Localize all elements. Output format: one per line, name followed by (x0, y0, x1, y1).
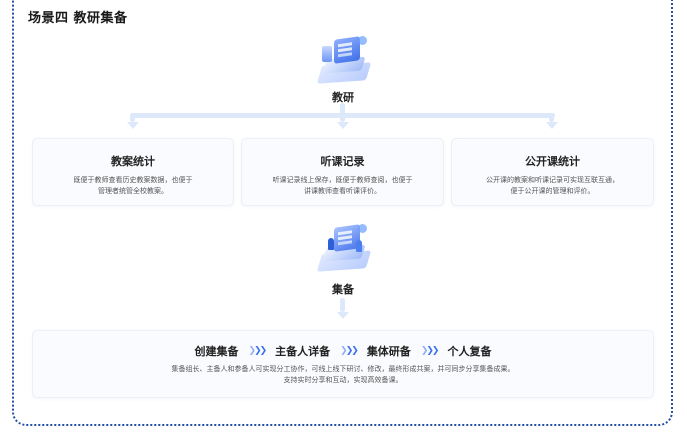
teaching-research-platform-icon (316, 36, 372, 86)
scene-frame (12, 0, 673, 426)
card-description: 听课记录线上保存，既便于教师查阅，也便于 讲课教师查看听课评价。 (272, 176, 413, 195)
flow-step: 集体研备 (366, 345, 411, 358)
arrow-down-icon (126, 122, 139, 129)
flow-steps: 创建集备 ❯❯❯ 主备人详备 ❯❯❯ 集体研备 ❯❯❯ 个人复备 (33, 343, 653, 359)
card-description: 既便于教师查看历史教案数据，也便于 管理者统管全校教案。 (73, 176, 193, 195)
arrow-down-icon (336, 122, 349, 129)
collective-prep-platform-icon (316, 224, 372, 274)
arrow-down-icon (545, 122, 558, 129)
chevron-right-icon: ❯❯❯ (248, 346, 268, 356)
flow-description: 集备组长、主备人和参备人可实现分工协作，可线上线下研讨、修改，最终形成共案，并可… (171, 365, 515, 384)
collective-prep-flow-card: 创建集备 ❯❯❯ 主备人详备 ❯❯❯ 集体研备 ❯❯❯ 个人复备 集备组长、主备… (32, 330, 654, 398)
flow-step: 个人复备 (447, 345, 492, 358)
card-title: 教案统计 (111, 155, 155, 168)
connector-top-vertical (340, 103, 345, 115)
connector-right (549, 113, 554, 122)
arrow-down-icon (336, 312, 349, 319)
card-description: 公开课的教案和听课记录可实现互联互通， 便于公开课的管理和评价。 (486, 176, 619, 195)
card-title: 公开课统计 (525, 155, 580, 168)
card-lesson-plan-stats: 教案统计 既便于教师查看历史教案数据，也便于 管理者统管全校教案。 (32, 138, 234, 206)
chevron-right-icon: ❯❯❯ (340, 346, 359, 356)
connector-middle (340, 113, 345, 122)
top-node-label: 教研 (332, 91, 354, 104)
page-title: 场景四 教研集备 (28, 11, 128, 26)
flow-step: 主备人详备 (275, 345, 331, 358)
chevron-right-icon: ❯❯❯ (420, 346, 440, 356)
connector-mid-vertical (340, 298, 345, 312)
card-open-class-stats: 公开课统计 公开课的教案和听课记录可实现互联互通， 便于公开课的管理和评价。 (451, 138, 654, 206)
mid-node-label: 集备 (332, 283, 354, 296)
flow-step: 创建集备 (194, 345, 239, 358)
card-title: 听课记录 (320, 155, 365, 168)
card-lecture-records: 听课记录 听课记录线上保存，既便于教师查阅，也便于 讲课教师查看听课评价。 (241, 138, 444, 206)
connector-left (130, 113, 135, 122)
